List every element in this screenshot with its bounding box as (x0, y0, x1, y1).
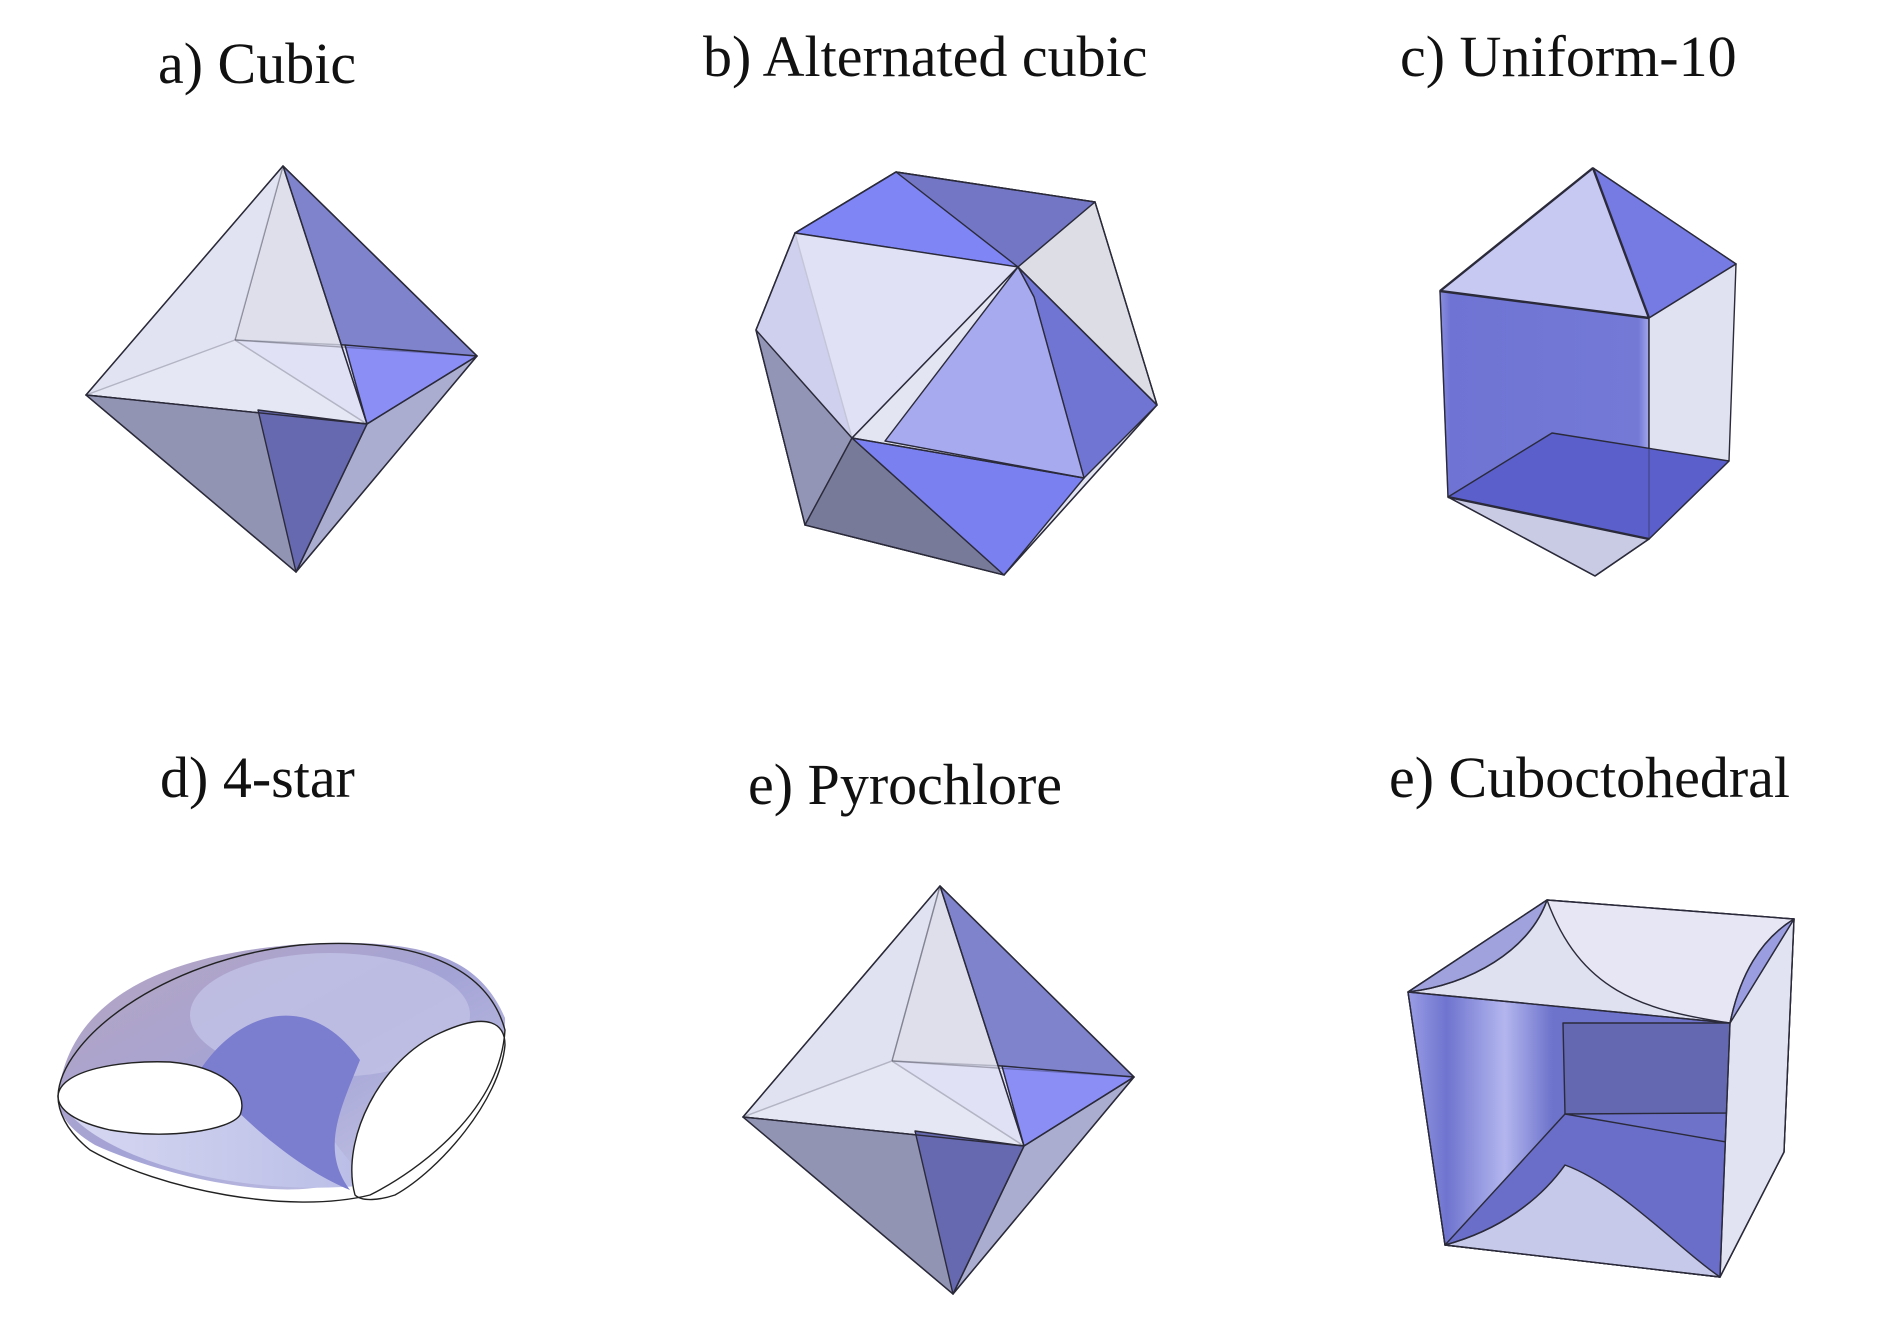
octahedron-cubic (85, 165, 478, 573)
panel-a-title: a) Cubic (158, 31, 357, 96)
uniform-10-prism (1439, 167, 1737, 577)
panel-e-pyrochlore-title: e) Pyrochlore (748, 752, 1063, 817)
alternated-cubic-polyhedron (755, 171, 1158, 576)
panel-b-title: b) Alternated cubic (703, 24, 1148, 89)
four-star-curved-shape (57, 942, 506, 1203)
panel-e-cuboctohedral-title: e) Cuboctohedral (1389, 745, 1791, 810)
octahedron-pyrochlore (742, 885, 1135, 1295)
panel-c-title: c) Uniform-10 (1400, 24, 1737, 89)
panel-d-title: d) 4-star (160, 745, 355, 810)
cuboctohedral-cube (1407, 899, 1795, 1278)
